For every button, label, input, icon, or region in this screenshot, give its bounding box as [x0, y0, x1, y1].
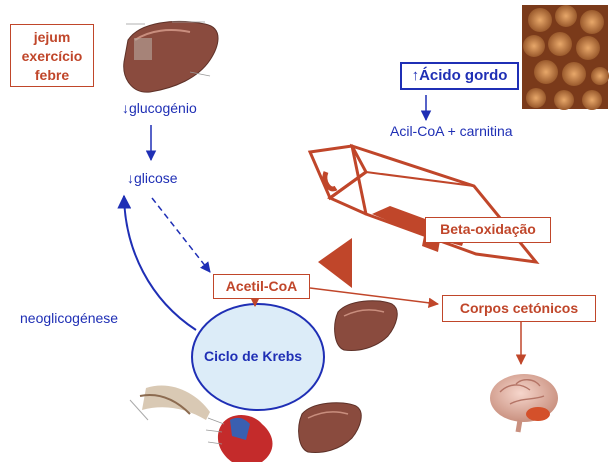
- heart-image: [206, 415, 273, 462]
- glicose-label: ↓glicose: [127, 170, 178, 186]
- acil-coa-label: Acil-CoA + carnitina: [390, 123, 513, 139]
- fat-tissue-image: [522, 5, 609, 110]
- condition-exercicio: exercício: [11, 47, 93, 66]
- neoglicogenese-label: neoglicogénese: [20, 310, 118, 326]
- ciclo-krebs-label: Ciclo de Krebs: [204, 348, 302, 364]
- condition-febre: febre: [11, 66, 93, 85]
- corpos-cetonicos-box: Corpos cetónicos: [442, 295, 596, 322]
- conditions-box: jejum exercício febre: [10, 24, 94, 87]
- arrow-glicose-acetilcoa: [152, 198, 210, 272]
- liver-image-bottom: [299, 403, 362, 453]
- acetil-coa-box: Acetil-CoA: [213, 274, 310, 299]
- beta-oxidacao-box: Beta-oxidação: [425, 217, 551, 243]
- muscle-image: [130, 385, 210, 420]
- condition-jejum: jejum: [11, 28, 93, 47]
- brain-image: [490, 374, 558, 432]
- liver-image: [124, 21, 218, 92]
- acido-gordo-box: ↑Ácido gordo: [400, 62, 519, 90]
- glucogenio-label: ↓glucogénio: [122, 100, 197, 116]
- liver-image-middle: [335, 301, 398, 351]
- arrow-neoglicogenese: [124, 196, 196, 330]
